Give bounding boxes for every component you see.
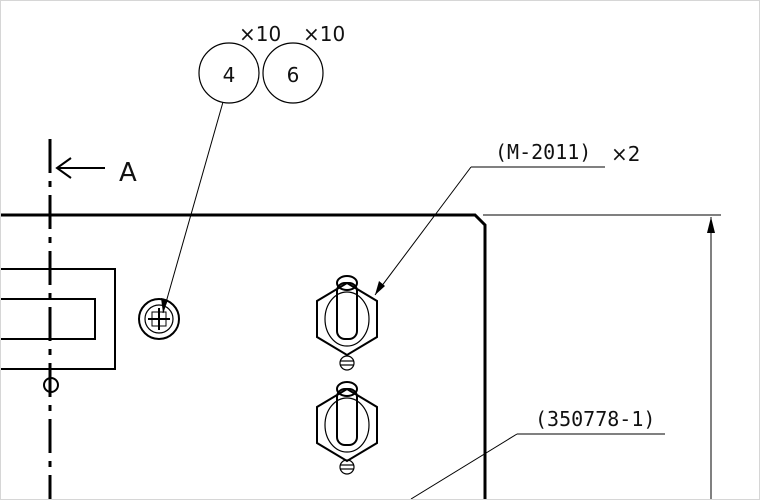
dimension-arrowhead: [707, 217, 715, 233]
slot-inner: [1, 298, 96, 340]
switch-callout-leader: [374, 166, 472, 296]
balloon-right-number: 6: [287, 63, 300, 87]
balloon-left-number: 4: [223, 63, 236, 87]
balloon-right-qty: ×10: [303, 22, 345, 46]
screw-head: [138, 298, 180, 340]
center-hole: [43, 377, 59, 393]
switch-part-label: (M-2011): [495, 140, 591, 164]
balloon-left: [198, 42, 260, 104]
switch-callout-arrowhead: [375, 281, 385, 295]
toggle-switch-lower: [316, 381, 378, 475]
switch-part-qty: ×2: [611, 142, 640, 166]
screw-leader-line: [162, 101, 224, 314]
balloon-left-qty: ×10: [239, 22, 281, 46]
balloon-right: [262, 42, 324, 104]
connector-part-label: (350778-1): [535, 407, 655, 431]
connector-callout-leader: [410, 433, 518, 499]
slot-outer: [1, 268, 116, 370]
section-arrowhead: [55, 157, 72, 179]
panel-top-edge: [1, 213, 487, 499]
toggle-switch-upper: [316, 275, 378, 371]
section-view-label: A: [119, 158, 137, 188]
